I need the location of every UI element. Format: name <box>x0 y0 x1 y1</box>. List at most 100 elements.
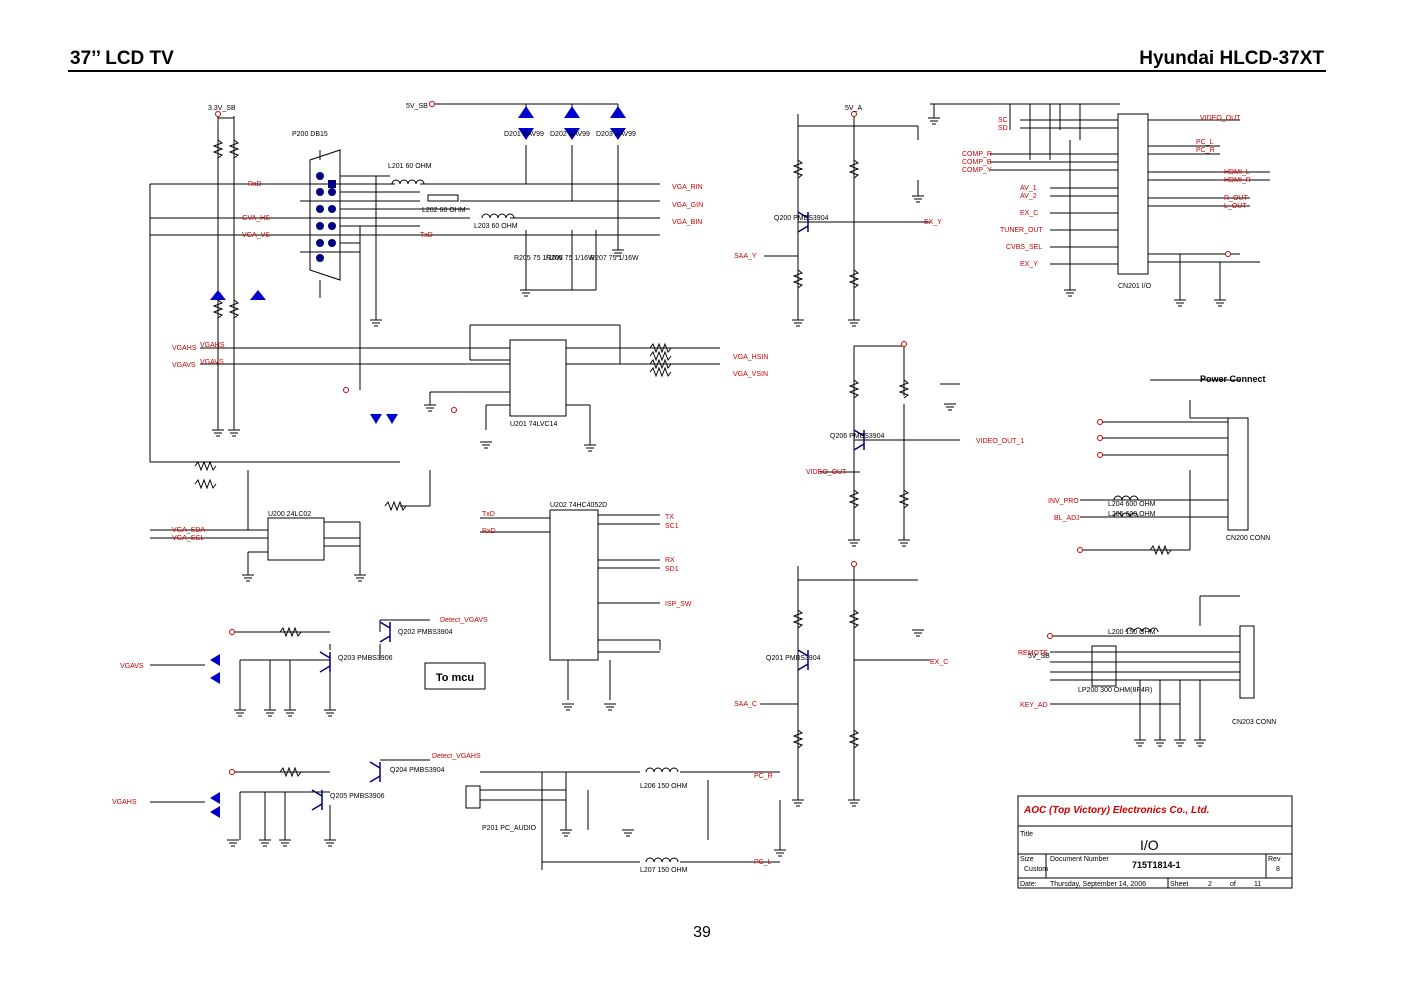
net-label: ISP_SW <box>665 601 692 608</box>
part-label: L207 150 OHM <box>640 867 688 874</box>
net-label: RxD <box>248 181 262 188</box>
net-label: HDMI_R <box>1224 177 1251 184</box>
net-label: EX_Y <box>1020 261 1038 268</box>
part-label: L205 600 OHM <box>1108 511 1156 518</box>
net-label: VIDEO_OUT <box>1200 115 1241 122</box>
net-label: VGA_SCL <box>172 535 204 542</box>
doc-number-label: Document Number <box>1050 856 1109 863</box>
net-label: VIDEO_OUT_1 <box>976 438 1024 445</box>
part-label: U200 24LC02 <box>268 511 311 518</box>
part-label: Q203 PMBS3906 <box>338 655 393 662</box>
net-label: SAA_C <box>734 701 757 708</box>
part-label: L206 150 OHM <box>640 783 688 790</box>
title-value: I/O <box>1140 837 1159 853</box>
part-label: Q200 PMBS3904 <box>774 215 829 222</box>
title-block <box>1017 795 1293 889</box>
part-label: D203 BAV99 <box>596 131 636 138</box>
transistor-icons <box>311 211 865 811</box>
net-label: AV_2 <box>1020 193 1037 200</box>
net-label: COMP_B <box>962 159 992 166</box>
part-label: R206 75 1/16W <box>546 255 595 262</box>
net-label: VGA_GIN <box>672 202 703 209</box>
net-label: RX <box>665 557 675 564</box>
net-label: PC_R <box>754 773 773 780</box>
part-label: L202 60 OHM <box>422 207 466 214</box>
rev-label: Rev <box>1268 856 1281 863</box>
header-left-title: 37’’ LCD TV <box>70 48 174 69</box>
net-label: VIDEO_OUT <box>806 469 847 476</box>
part-label: L203 60 OHM <box>474 223 518 230</box>
net-label: PC_L <box>1196 139 1214 146</box>
net-label: KEY_AD <box>1020 702 1048 709</box>
part-label: Q206 PMBS3904 <box>830 433 885 440</box>
net-label: COMP_Y <box>962 167 992 174</box>
part-label: U201 74LVC14 <box>510 421 557 428</box>
power-connect-title: Power Connect <box>1200 374 1266 384</box>
part-label: D202 BAV99 <box>550 131 590 138</box>
net-label: PC_L <box>754 859 772 866</box>
net-label: VGA_VS <box>242 232 270 239</box>
net-label: Detect_VGAVS <box>440 617 488 624</box>
resistor-icons <box>194 139 1172 778</box>
part-label: Q201 PMBS3904 <box>766 655 821 662</box>
net-label: VGAVS <box>172 362 196 369</box>
power-label: 5V_SB <box>406 103 428 110</box>
of-label: of <box>1230 881 1236 888</box>
part-label: R207 75 1/16W <box>590 255 639 262</box>
company-name: AOC (Top Victory) Electronics Co., Ltd. <box>1023 805 1209 816</box>
net-label: RxD <box>482 528 496 535</box>
net-label: VGAHS <box>112 799 137 806</box>
net-label: VGAVS <box>200 359 224 366</box>
part-label: D201 BAV99 <box>504 131 544 138</box>
net-label: EX_C <box>930 659 948 666</box>
sheet-label: Sheet <box>1170 881 1188 888</box>
net-label: TxD <box>482 511 495 518</box>
net-label: REMOTE <box>1018 650 1048 657</box>
sheet-value: 2 <box>1208 881 1212 888</box>
part-label: P201 PC_AUDIO <box>482 825 537 832</box>
header-right-title: Hyundai HLCD-37XT <box>1139 48 1324 69</box>
net-label: BL_ADJ <box>1054 515 1080 522</box>
date-label: Date: <box>1020 881 1037 888</box>
net-label: AV_1 <box>1020 185 1037 192</box>
net-label: Detect_VGAHS <box>432 753 481 760</box>
wires <box>149 103 1270 870</box>
net-label: TX <box>665 514 674 521</box>
net-label: VGAHS <box>172 345 197 352</box>
net-label: TUNER_OUT <box>1000 227 1044 234</box>
net-label: COMP_R <box>962 151 992 158</box>
net-label: HDMI_L <box>1224 169 1250 176</box>
net-label: EX_Y <box>924 219 942 226</box>
part-label: P200 DB15 <box>292 131 328 138</box>
part-label: L200 150 OHM <box>1108 629 1156 636</box>
title-label: Title <box>1020 831 1033 838</box>
part-label: Q202 PMBS3904 <box>398 629 453 636</box>
part-label: CN200 CONN <box>1226 535 1270 542</box>
size-label: Size <box>1020 856 1034 863</box>
power-label: 5V_A <box>845 105 862 112</box>
part-label: Q205 PMBS3906 <box>330 793 385 800</box>
part-label: CN201 I/O <box>1118 283 1152 290</box>
doc-number-value: 715T1814-1 <box>1132 860 1181 870</box>
part-label: Q204 PMBS3904 <box>390 767 445 774</box>
header-rule <box>68 70 1326 72</box>
net-label: VGA_SDA <box>172 527 205 534</box>
net-label: SD <box>998 125 1008 132</box>
net-label: L_OUT <box>1224 203 1247 210</box>
net-label: SC <box>998 117 1008 124</box>
power-label: 5V_SB <box>1028 653 1050 660</box>
net-label: PC_R <box>1196 147 1215 154</box>
net-label: VGAHS <box>200 342 225 349</box>
net-label: GVA_HS <box>242 215 270 222</box>
of-value: 11 <box>1254 881 1261 888</box>
net-label: SAA_Y <box>734 253 757 260</box>
net-label: EX_C <box>1020 210 1038 217</box>
part-label: R205 75 1/16W <box>514 255 563 262</box>
part-label: L201 60 OHM <box>388 163 432 170</box>
ground-icons <box>212 117 1226 857</box>
to-mcu-box <box>424 662 486 690</box>
net-label: CVBS_SEL <box>1006 244 1042 251</box>
to-mcu-label: To mcu <box>436 672 474 684</box>
